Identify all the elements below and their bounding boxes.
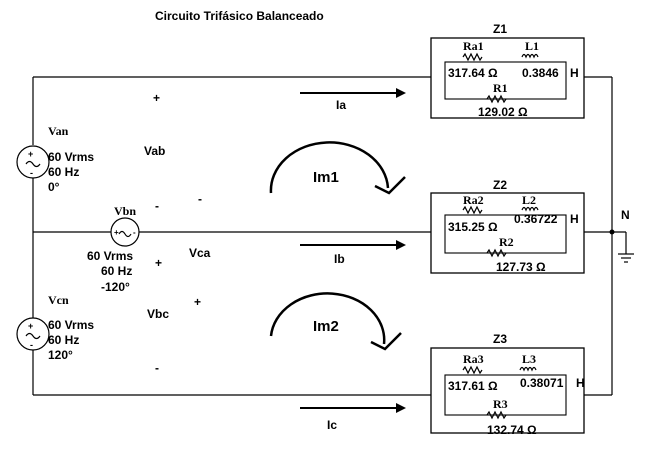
resistor-r1-icon [486,94,507,104]
neutral-node [609,229,615,235]
source-vcn-voltage: 60 Vrms [48,318,94,332]
load-z1-name: Z1 [493,22,507,36]
current-ia-label: Ia [336,98,346,112]
mesh-im2-label: Im2 [313,318,339,335]
source-vbn-frequency: 60 Hz [101,264,132,278]
load-z3-l-label: L3 [522,352,536,366]
load-z1-ra-label: Ra1 [463,39,484,53]
source-vcn-frequency: 60 Hz [48,333,79,347]
load-z2-l-label: L2 [522,193,536,207]
current-ib-label: Ib [334,252,345,266]
source-van: + - [16,145,50,179]
load-z3-name: Z3 [493,332,507,346]
sine-icon [25,160,41,168]
svg-text:-: - [30,168,33,178]
load-z1-ra-value: 317.64 Ω [448,66,498,80]
source-van-symbol [16,145,50,179]
sine-icon [118,230,132,238]
load-z3-ra-value: 317.61 Ω [448,379,498,393]
load-z1-r-value: 129.02 Ω [478,105,528,119]
mesh-arrow-im2 [269,292,402,351]
source-vbn-symbol [110,217,140,247]
load-z3 [430,347,585,434]
resistor-r3-icon [486,410,507,420]
mesh-arrow-im1 [269,141,406,195]
source-vbn: + - [110,217,140,247]
load-z2-r-label: R2 [499,235,514,249]
diagram-title: Circuito Trifásico Balanceado [155,9,324,23]
load-z1-l-unit: H [570,66,579,80]
vbc-minus-sign: - [155,361,159,375]
source-vcn-symbol [16,317,50,351]
load-z2-name: Z2 [493,178,507,192]
sine-icon [25,332,41,340]
vbc-plus-sign: + [155,256,162,270]
inductor-l1-icon [521,53,539,59]
load-z1-r-label: R1 [493,81,508,95]
svg-text:+: + [28,149,33,159]
resistor-ra3-icon [462,365,483,375]
source-vcn: + - [16,317,50,351]
svg-text:-: - [30,340,33,350]
resistor-r2-icon [486,248,507,258]
current-arrow-ib [300,240,406,250]
load-z1-l-value: 0.3846 [522,66,559,80]
svg-text:-: - [133,228,136,237]
source-vcn-name: Vcn [48,293,69,307]
current-ic-label: Ic [327,418,337,432]
vca-label: Vca [189,246,211,260]
current-arrow-ic [300,403,406,413]
vca-plus-sign: + [194,295,201,309]
source-vcn-phase: 120° [48,348,73,362]
source-van-frequency: 60 Hz [48,165,79,179]
source-van-voltage: 60 Vrms [48,150,94,164]
inductor-l3-icon [519,366,537,372]
vab-label: Vab [144,144,165,158]
neutral-label: N [621,208,630,222]
load-z3-r-value: 132.74 Ω [487,423,537,437]
current-arrow-ia [300,88,406,98]
load-z2-ra-label: Ra2 [463,193,484,207]
load-z2-ra-value: 315.25 Ω [448,220,498,234]
load-z1-box [430,37,585,119]
load-z2-r-value: 127.73 Ω [496,260,546,274]
load-z3-ra-label: Ra3 [463,352,484,366]
vab-minus-sign: - [155,199,159,213]
load-z3-box [430,347,585,434]
wiring [32,76,634,396]
load-z1-l-label: L1 [525,39,539,53]
source-vbn-name: Vbn [114,204,136,218]
resistor-ra1-icon [462,52,483,62]
inductor-l2-icon [521,206,539,212]
vca-minus-sign: - [198,192,202,206]
load-z2-box [430,192,585,274]
source-vbn-voltage: 60 Vrms [87,249,133,263]
source-van-name: Van [48,124,69,138]
load-z3-l-value: 0.38071 [520,376,564,390]
load-z1 [430,37,585,119]
svg-text:+: + [114,228,119,237]
load-z3-l-unit: H [576,376,585,390]
load-z2-l-value: 0.36722 [514,212,558,226]
vbc-label: Vbc [147,307,169,321]
load-z2 [430,192,585,274]
load-z3-r-label: R3 [493,397,508,411]
vab-plus-sign: + [153,91,160,105]
resistor-ra2-icon [462,205,483,215]
mesh-im1-label: Im1 [313,169,339,186]
svg-text:+: + [28,321,33,331]
source-vbn-phase: -120° [101,280,130,294]
source-van-phase: 0° [48,180,60,194]
load-z2-l-unit: H [570,212,579,226]
